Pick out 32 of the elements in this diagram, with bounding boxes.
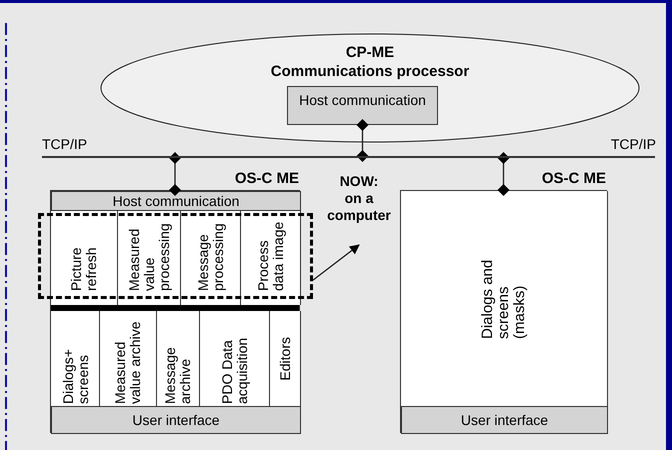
node-text: Process data image xyxy=(256,220,286,291)
bus-line xyxy=(42,156,655,158)
node-text: Dialogs and screens (masks) xyxy=(480,258,528,338)
node-text: Host communication xyxy=(299,91,426,110)
layer-bar xyxy=(401,406,608,434)
node-text: CP-ME xyxy=(346,43,394,62)
node-text: Measured value archive xyxy=(113,320,143,404)
dashed-frame xyxy=(38,213,313,299)
node-text: User interface xyxy=(460,412,548,428)
network-label: TCP/IP xyxy=(42,135,88,154)
node-text: on a computer xyxy=(326,190,392,224)
node-text: Dialogs+ screens xyxy=(61,348,91,404)
node-text: OS-C ME xyxy=(542,170,606,187)
connector-line xyxy=(169,152,181,196)
node-text: Picture refresh xyxy=(69,246,99,291)
node-text: Editors xyxy=(278,336,292,380)
connector-line xyxy=(356,119,368,162)
arrow xyxy=(312,244,360,281)
network-label: TCP/IP xyxy=(610,135,656,154)
node-text: User interface xyxy=(132,412,220,428)
node-text: NOW: xyxy=(340,173,378,190)
node-text: Message processing xyxy=(196,222,226,291)
node-text: Measured value processing xyxy=(126,222,172,291)
node-text: Message archive xyxy=(163,346,193,404)
node-text: OS-C ME xyxy=(234,170,299,187)
node-text: Host communication xyxy=(112,193,240,209)
connector-line xyxy=(498,152,510,196)
node-text: Communications processor xyxy=(270,62,470,81)
node-text: PDO Data acquisition xyxy=(220,336,250,404)
host-box xyxy=(287,86,438,125)
layer-bar xyxy=(51,191,301,211)
layer-bar xyxy=(51,406,301,434)
